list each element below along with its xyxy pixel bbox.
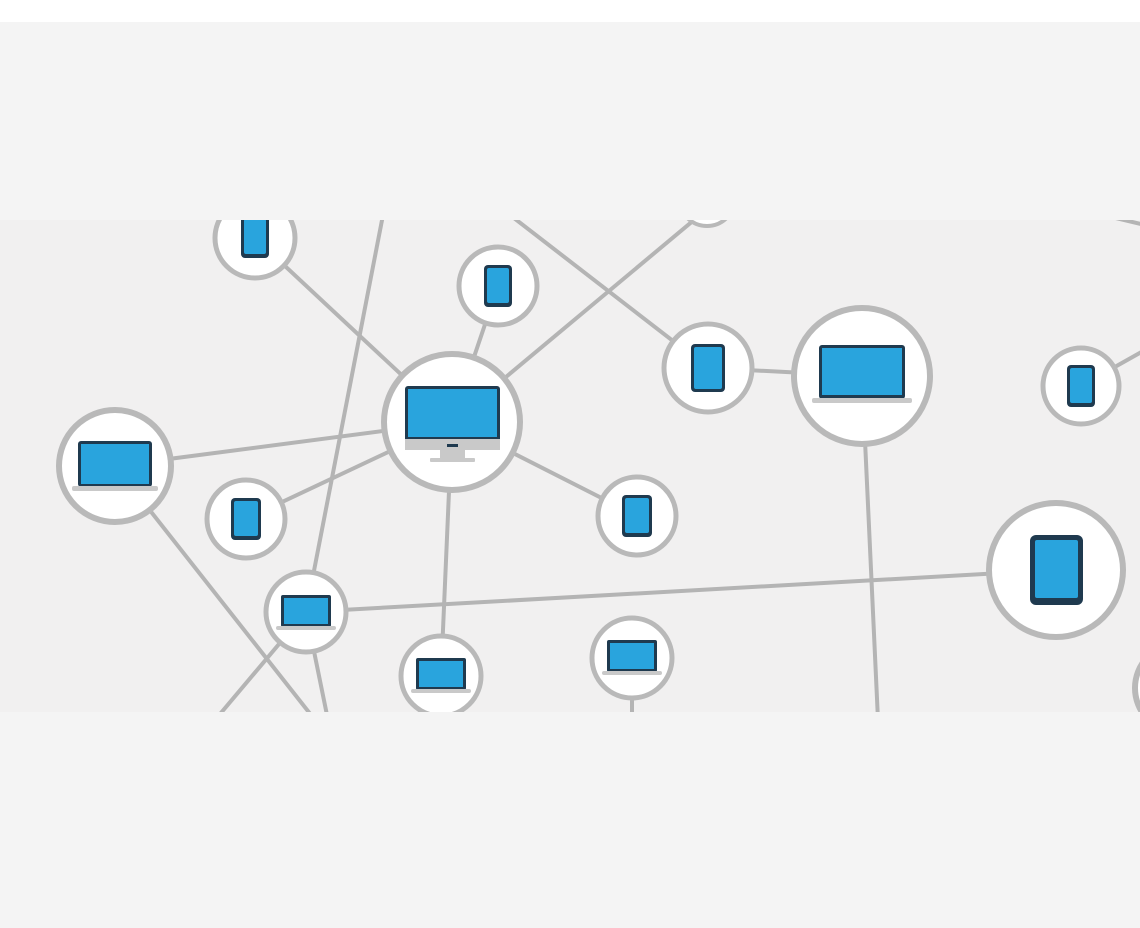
network-diagram (0, 220, 1140, 712)
node-circle (1132, 661, 1140, 712)
device-node (986, 500, 1126, 640)
device-node-hub (381, 351, 523, 493)
device-node (791, 305, 933, 447)
tablet-icon (691, 344, 725, 392)
device-node (456, 244, 540, 328)
device-node-partial (686, 220, 728, 228)
tablet-icon (231, 498, 261, 540)
link (304, 220, 385, 613)
tablet-icon (1067, 365, 1095, 407)
device-node (398, 633, 484, 712)
device-node (661, 321, 755, 415)
device-node (589, 615, 675, 701)
diagram-background (0, 220, 1140, 712)
link (305, 568, 1057, 614)
tablet-icon (241, 220, 269, 258)
upper-blank-panel (0, 22, 1140, 220)
network-nodes (56, 220, 1140, 712)
laptop-icon (276, 595, 336, 630)
laptop-icon (411, 658, 471, 693)
link (1115, 220, 1140, 226)
device-node (595, 474, 679, 558)
tablet-icon (622, 495, 652, 537)
top-band (0, 0, 1140, 22)
tablet-icon (1030, 535, 1083, 605)
tablet-icon (484, 265, 512, 307)
device-node-partial (1132, 661, 1140, 712)
laptop-icon (812, 345, 912, 403)
device-node (204, 477, 288, 561)
device-node (56, 407, 174, 525)
node-circle (686, 220, 728, 228)
laptop-icon (72, 441, 158, 491)
device-node (212, 220, 298, 281)
desktop-monitor-icon (405, 386, 500, 462)
device-node (1040, 345, 1122, 427)
device-node (263, 569, 349, 655)
lower-blank-panel (0, 712, 1140, 928)
laptop-icon (602, 640, 662, 675)
